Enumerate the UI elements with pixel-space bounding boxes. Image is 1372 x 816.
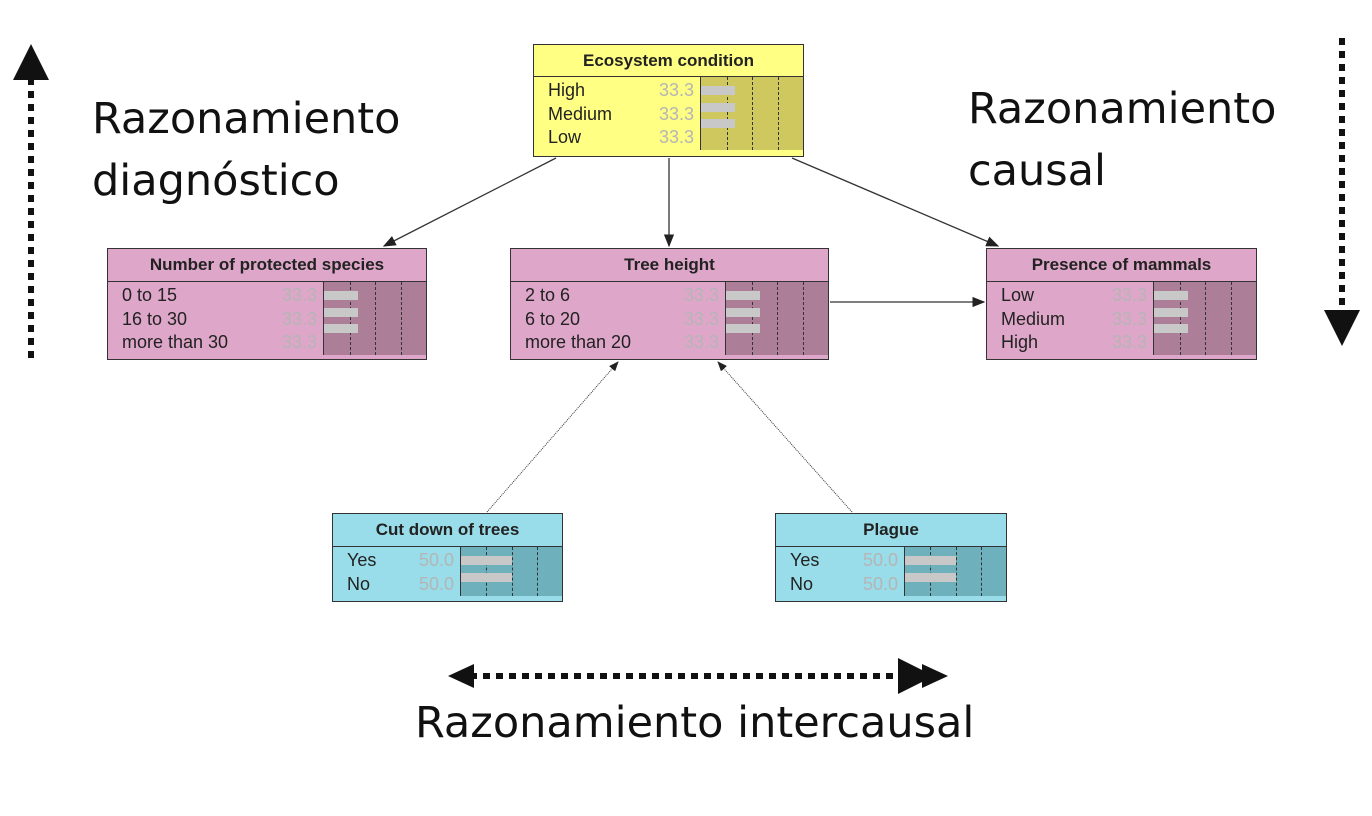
state-probability: 50.0	[418, 573, 454, 594]
state-row[interactable]: No 50.0	[347, 573, 460, 597]
state-name: 16 to 30	[122, 308, 188, 329]
edge-eco-prot	[382, 157, 557, 247]
state-name: Yes	[347, 550, 377, 570]
state-probability: 33.3	[1111, 308, 1147, 329]
state-name: Low	[548, 127, 582, 147]
state-probability: 33.3	[683, 308, 719, 329]
state-probability: 33.3	[281, 308, 317, 329]
edge-cut-tree	[486, 361, 619, 513]
probability-bar	[324, 324, 358, 333]
probability-bar	[726, 307, 760, 317]
state-row[interactable]: 6 to 20 33.3	[525, 308, 725, 332]
probability-bar	[905, 572, 956, 582]
state-probability: 50.0	[862, 550, 898, 570]
state-probability: 33.3	[1111, 332, 1147, 352]
state-name: Medium	[1001, 308, 1066, 329]
node-title: Cut down of trees	[333, 514, 562, 547]
belief-bars	[1153, 282, 1256, 355]
state-name: 0 to 15	[122, 285, 178, 305]
state-row[interactable]: High 33.3	[548, 79, 700, 103]
state-row[interactable]: more than 20 33.3	[525, 331, 725, 355]
state-name: No	[347, 573, 371, 594]
state-name: 2 to 6	[525, 285, 571, 305]
probability-bar	[726, 291, 760, 300]
probability-bar	[701, 102, 735, 112]
causal-label: Razonamiento causal	[968, 78, 1276, 202]
intercausal-arrow-left-head	[448, 664, 474, 688]
state-probability: 33.3	[1111, 285, 1147, 305]
state-row[interactable]: more than 30 33.3	[122, 331, 323, 355]
probability-bar	[905, 556, 956, 565]
probability-bar	[1154, 307, 1188, 317]
state-probability: 33.3	[281, 332, 317, 352]
edge-eco-mam	[791, 157, 1000, 247]
belief-bars	[904, 547, 1006, 596]
state-name: Low	[1001, 285, 1035, 305]
state-name: 6 to 20	[525, 308, 581, 329]
state-probability: 33.3	[658, 103, 694, 124]
state-name: No	[790, 573, 814, 594]
state-row[interactable]: 2 to 6 33.3	[525, 284, 725, 308]
state-row[interactable]: 16 to 30 33.3	[122, 308, 323, 332]
state-row[interactable]: Yes 50.0	[347, 549, 460, 573]
probability-bar	[324, 291, 358, 300]
intercausal-label: Razonamiento intercausal	[415, 698, 975, 748]
probability-bar	[1154, 291, 1188, 300]
state-name: High	[1001, 332, 1039, 352]
diagnostic-label: Razonamiento diagnóstico	[92, 88, 400, 212]
node-title: Tree height	[511, 249, 828, 282]
diagnostic-label-line1: Razonamiento	[92, 94, 401, 144]
probability-bar	[1154, 324, 1188, 333]
state-row[interactable]: No 50.0	[790, 573, 904, 597]
state-name: more than 20	[525, 332, 632, 352]
probability-bar	[701, 119, 735, 128]
state-probability: 33.3	[683, 332, 719, 352]
state-row[interactable]: Medium 33.3	[548, 103, 700, 127]
intercausal-arrow-right-head	[922, 664, 948, 688]
state-row[interactable]: Low 33.3	[548, 126, 700, 150]
state-row[interactable]: Medium 33.3	[1001, 308, 1153, 332]
state-probability: 33.3	[281, 285, 317, 305]
diagnostic-label-line2: diagnóstico	[92, 156, 340, 206]
probability-bar	[726, 324, 760, 333]
state-probability: 50.0	[862, 573, 898, 594]
probability-bar	[461, 556, 512, 565]
belief-bars	[323, 282, 426, 355]
probability-bar	[461, 572, 512, 582]
state-name: High	[548, 80, 586, 100]
state-name: Yes	[790, 550, 820, 570]
state-row[interactable]: 0 to 15 33.3	[122, 284, 323, 308]
probability-bar	[324, 307, 358, 317]
state-probability: 33.3	[658, 80, 694, 100]
node-title: Plague	[776, 514, 1006, 547]
state-row[interactable]: High 33.3	[1001, 331, 1153, 355]
state-row[interactable]: Low 33.3	[1001, 284, 1153, 308]
node-title: Number of protected species	[108, 249, 426, 282]
belief-bars	[460, 547, 562, 596]
causal-label-line1: Razonamiento	[968, 84, 1277, 134]
causal-label-line2: causal	[968, 146, 1106, 196]
belief-bars	[725, 282, 828, 355]
state-probability: 33.3	[683, 285, 719, 305]
state-name: more than 30	[122, 332, 229, 352]
node-title: Ecosystem condition	[534, 45, 803, 77]
node-title: Presence of mammals	[987, 249, 1256, 282]
belief-bars	[700, 77, 803, 150]
state-probability: 33.3	[658, 127, 694, 147]
state-row[interactable]: Yes 50.0	[790, 549, 904, 573]
edge-plg-tree	[717, 361, 853, 513]
state-name: Medium	[548, 103, 613, 124]
probability-bar	[701, 86, 735, 95]
state-probability: 50.0	[418, 550, 454, 570]
